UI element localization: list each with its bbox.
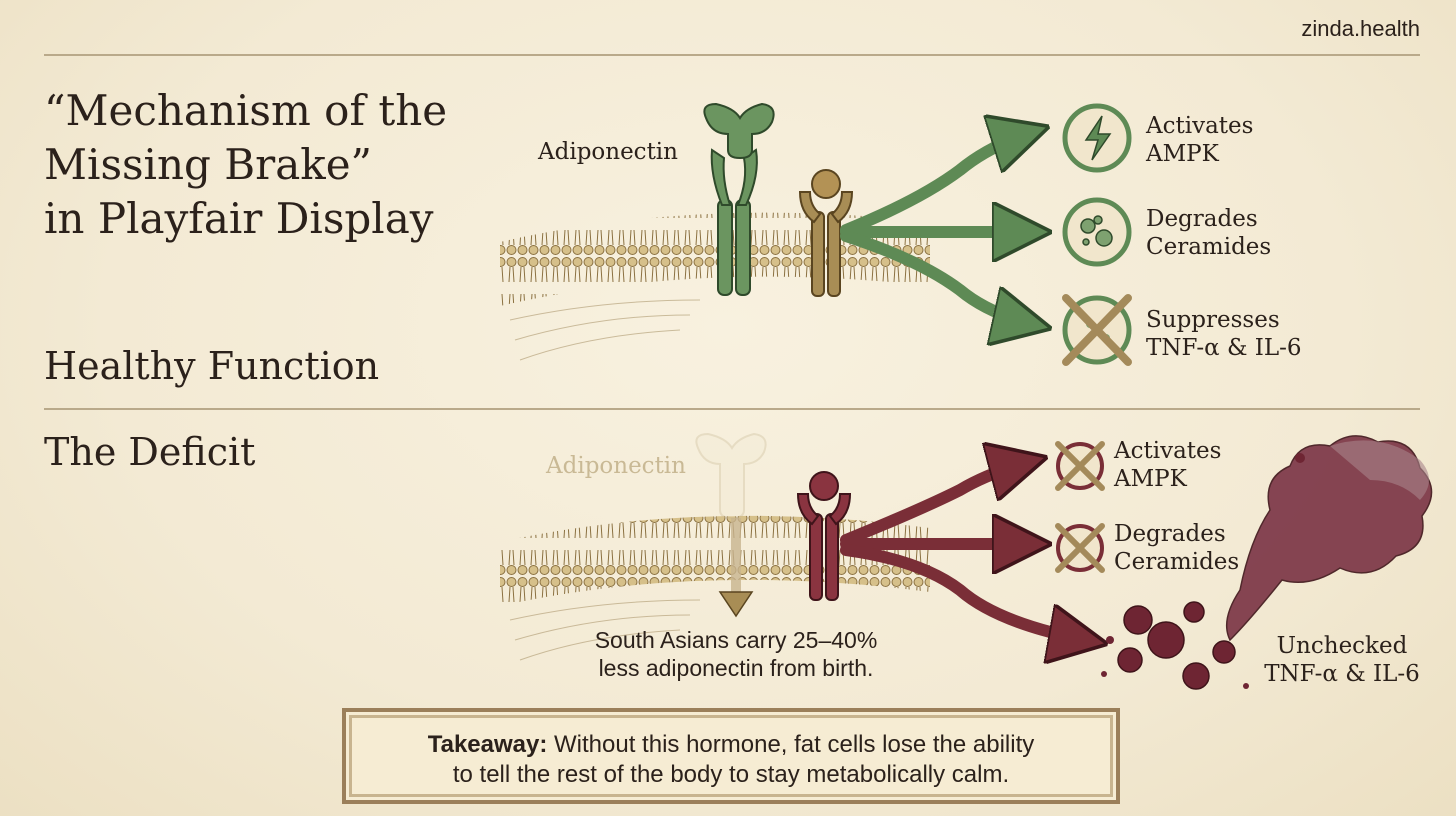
effect-line: Unchecked — [1262, 632, 1422, 660]
takeaway-line-2: to tell the rest of the body to stay met… — [346, 760, 1116, 790]
effect-line: Activates — [1146, 112, 1253, 140]
effect-line: AMPK — [1114, 465, 1221, 493]
adiponectin-label-faded: Adiponectin — [546, 452, 686, 480]
crossed-out-icon — [1058, 526, 1102, 570]
crossed-out-icon — [1058, 444, 1102, 488]
effect-label-tnf: Suppresses TNF-α & IL-6 — [1146, 306, 1302, 362]
adiponectin-label-healthy: Adiponectin — [538, 138, 678, 166]
note-line: South Asians carry 25–40% — [578, 626, 894, 654]
takeaway-label: Takeaway: — [428, 731, 548, 758]
deficit-note: South Asians carry 25–40% less adiponect… — [578, 626, 894, 682]
adiponectin-molecule-healthy — [704, 104, 773, 158]
effect-line: TNF-α & IL-6 — [1146, 334, 1302, 362]
effect-line: AMPK — [1146, 140, 1253, 168]
effect-line: Suppresses — [1146, 306, 1302, 334]
deficit-effect-tnf: Unchecked TNF-α & IL-6 — [1262, 632, 1422, 688]
effect-line: Ceramides — [1114, 548, 1239, 576]
takeaway-line-1: Takeaway: Without this hormone, fat cell… — [346, 730, 1116, 760]
effect-line: TNF-α & IL-6 — [1262, 660, 1422, 688]
effect-line: Activates — [1114, 437, 1221, 465]
effect-line: Degrades — [1146, 205, 1271, 233]
effect-label-ampk: Activates AMPK — [1146, 112, 1253, 168]
crossed-out-icon — [1065, 298, 1129, 362]
effect-line: Ceramides — [1146, 233, 1271, 261]
cycle-icon — [1065, 200, 1129, 264]
takeaway-text: Without this hormone, fat cells lose the… — [547, 731, 1034, 758]
deficit-effect-ceramides: Degrades Ceramides — [1114, 520, 1239, 576]
deficit-effect-ampk: Activates AMPK — [1114, 437, 1221, 493]
effect-line: Degrades — [1114, 520, 1239, 548]
adiponectin-molecule-faded — [696, 434, 765, 518]
effect-label-ceramides: Degrades Ceramides — [1146, 205, 1271, 261]
healthy-signal-arrows — [846, 130, 1040, 326]
lightning-icon — [1065, 106, 1129, 170]
note-line: less adiponectin from birth. — [578, 654, 894, 682]
takeaway-box: Takeaway: Without this hormone, fat cell… — [342, 708, 1120, 804]
